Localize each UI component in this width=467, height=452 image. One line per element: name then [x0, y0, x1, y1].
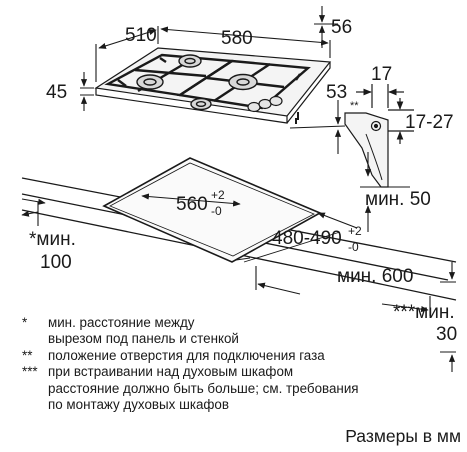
- dim-cutout-width: 560: [176, 194, 208, 215]
- dim-gas-offset: 17: [371, 64, 392, 85]
- legend-mark: *: [22, 315, 28, 330]
- legend-text: положение отверстия для подключения газа: [48, 347, 325, 363]
- legend-text: при встраивании над духовым шкафом: [48, 364, 294, 380]
- dim-cutout-width-tol-plus: +2: [211, 188, 225, 202]
- dim-min-oven-value: 30: [436, 324, 457, 345]
- dim-min-wall-value: 100: [40, 252, 72, 273]
- dim-hob-height: 45: [46, 82, 67, 103]
- legend: * мин. расстояние между вырезом под пане…: [22, 315, 462, 413]
- legend-mark: **: [22, 347, 33, 363]
- dim-edge-offset: 56: [331, 17, 352, 38]
- dim-min-side: мин. 600: [337, 266, 413, 287]
- dim-min-panel: мин. 50: [365, 189, 431, 210]
- dim-cutout-depth: 480-490: [272, 228, 342, 249]
- dim-hob-width: 580: [221, 28, 253, 49]
- legend-item-gas: ** положение отверстия для подключения г…: [22, 348, 462, 364]
- hob-dimension-lines: [80, 6, 346, 154]
- dim-depth-below: 53: [326, 82, 347, 103]
- legend-mark: ***: [22, 364, 38, 380]
- dim-hob-depth: 510: [125, 25, 157, 46]
- dim-cutout-depth-tol-minus: -0: [348, 240, 359, 254]
- dim-gas-range: 17-27: [405, 112, 454, 133]
- gas-connection-detail: [344, 84, 414, 188]
- legend-text: мин. расстояние между: [48, 315, 195, 330]
- dim-min-oven-label: ***мин.: [393, 302, 455, 323]
- dim-cutout-width-tol-minus: -0: [211, 204, 222, 218]
- legend-item-wall: * мин. расстояние между вырезом под пане…: [22, 315, 462, 348]
- legend-text: расстояние должно быть больше; см. требо…: [48, 380, 359, 396]
- legend-item-oven: *** при встраивании над духовым шкафом р…: [22, 364, 462, 413]
- legend-text: вырезом под панель и стенкой: [48, 331, 239, 347]
- control-knobs: [247, 95, 283, 113]
- worktop-dimension-lines: [21, 152, 456, 372]
- dim-gas-mark: **: [350, 100, 359, 112]
- hob-front-edge: [95, 88, 288, 124]
- dim-min-wall-label: *мин.: [29, 229, 76, 250]
- burners: [136, 54, 258, 111]
- dim-cutout-depth-tol-plus: +2: [348, 224, 362, 238]
- worktop-front-edge-lower: [21, 209, 457, 301]
- units-note: Размеры в мм: [345, 426, 461, 446]
- hob-drawing: [94, 47, 332, 124]
- legend-text: по монтажу духовых шкафов: [48, 397, 229, 413]
